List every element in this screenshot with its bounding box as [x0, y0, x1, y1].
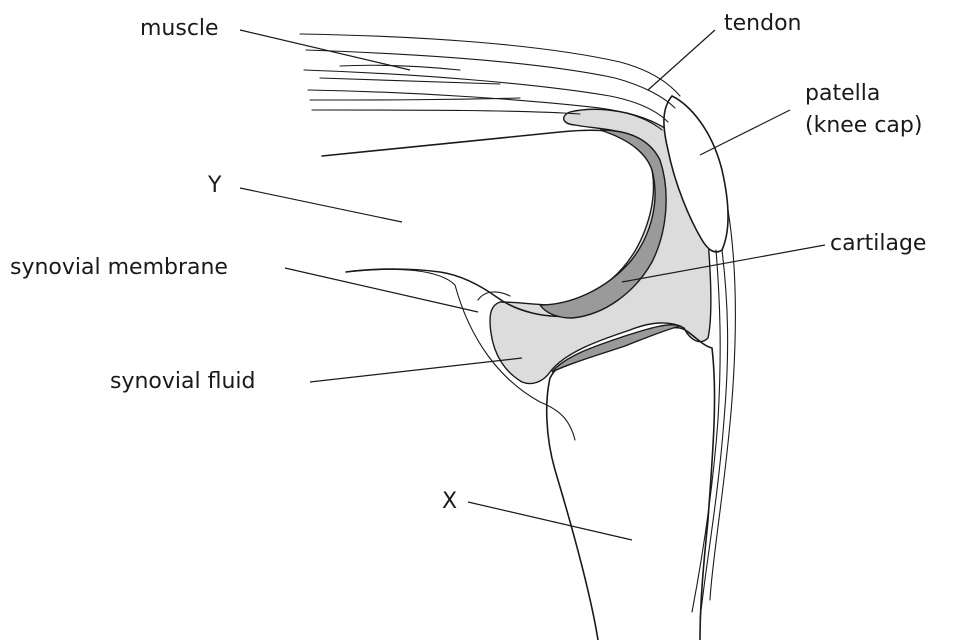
muscle-fiber-8 — [310, 98, 520, 100]
label-y: Y — [208, 172, 221, 200]
label-muscle: muscle — [140, 15, 219, 43]
leader-synovial-fluid — [310, 358, 522, 382]
muscle-fiber-7 — [320, 78, 500, 84]
label-tendon: tendon — [724, 10, 801, 38]
leader-x — [468, 502, 632, 540]
label-knee-cap: (knee cap) — [805, 112, 922, 140]
label-synovial-membrane: synovial membrane — [10, 254, 228, 282]
leader-y — [240, 188, 402, 222]
label-synovial-fluid: synovial fluid — [110, 368, 255, 396]
tibia-bone-outline — [547, 328, 715, 640]
label-patella: patella — [805, 80, 880, 108]
leader-tendon — [648, 30, 715, 90]
label-cartilage: cartilage — [830, 230, 926, 258]
label-x: X — [442, 488, 457, 516]
leader-patella — [700, 110, 790, 155]
muscle-fiber-5 — [312, 110, 580, 114]
